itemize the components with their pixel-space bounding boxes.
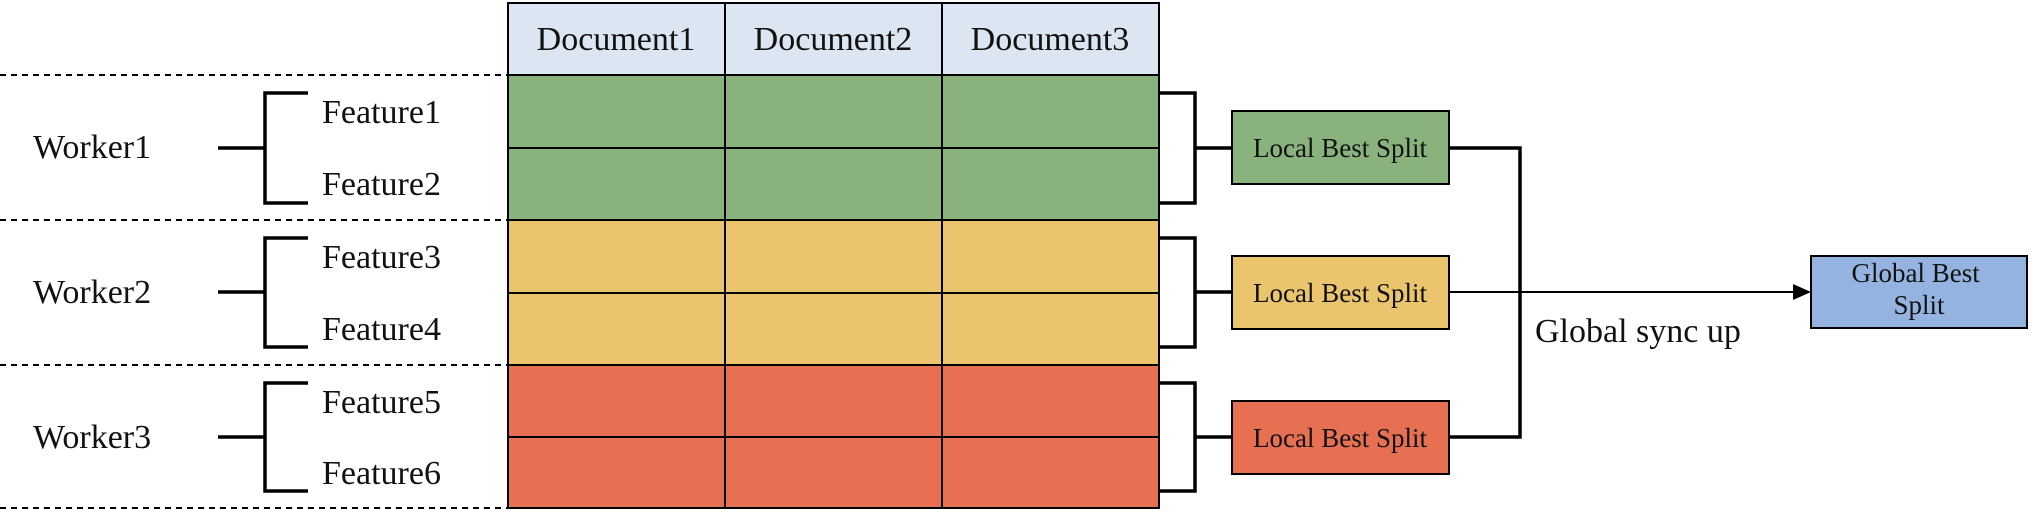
local-best-split-box <box>1231 255 1450 330</box>
feature-bracket <box>263 91 308 205</box>
feature-label: Feature6 <box>322 455 441 492</box>
sync-arrow-head <box>1793 284 1811 300</box>
global-best-split-line-1: Global Best <box>1852 258 1981 288</box>
data-cell <box>507 364 726 438</box>
data-cell <box>724 292 943 366</box>
data-cell <box>507 292 726 366</box>
document-header-row: Document1 Document2 Document3 <box>507 2 1160 76</box>
document-label: Document1 <box>537 21 696 58</box>
worker-group-1: Worker1 Feature1 Feature2 Local Best Spl… <box>33 74 1450 221</box>
data-cell <box>724 219 943 294</box>
feature-label: Feature4 <box>322 311 441 348</box>
feature-label: Feature1 <box>322 94 441 131</box>
local-best-split-label: Local Best Split <box>1253 423 1427 453</box>
data-cell <box>941 364 1160 438</box>
document-header-cell <box>507 2 726 76</box>
data-cell <box>941 74 1160 149</box>
data-cell <box>941 292 1160 366</box>
feature-bracket <box>263 381 308 493</box>
data-cell <box>941 219 1160 294</box>
worker-label: Worker2 <box>33 274 151 311</box>
feature-bracket <box>263 236 308 349</box>
global-best-split-box <box>1810 255 2028 329</box>
local-best-split-label: Local Best Split <box>1253 133 1427 163</box>
data-cell <box>724 436 943 509</box>
split-bracket <box>1160 91 1197 205</box>
document-label: Document3 <box>971 21 1130 58</box>
document-label: Document2 <box>754 21 913 58</box>
data-cell <box>507 147 726 221</box>
local-best-split-label: Local Best Split <box>1253 278 1427 308</box>
split-bracket <box>1160 236 1197 349</box>
global-best-split-label: Global Best Split <box>1852 258 1987 320</box>
feature-label: Feature2 <box>322 166 441 203</box>
data-cell <box>941 147 1160 221</box>
worker-group-3: Worker3 Feature5 Feature6 Local Best Spl… <box>33 364 1450 509</box>
data-cell <box>507 74 726 149</box>
global-sync-group: Global sync up Global Best Split <box>1449 146 2028 439</box>
local-best-split-box <box>1231 110 1450 185</box>
data-cell <box>507 219 726 294</box>
data-cell <box>724 364 943 438</box>
worker-group-2: Worker2 Feature3 Feature4 Local Best Spl… <box>33 219 1450 366</box>
data-cell <box>941 436 1160 509</box>
global-best-split-line-2: Split <box>1893 290 1945 320</box>
worker-label: Worker1 <box>33 129 151 166</box>
worker-label: Worker3 <box>33 419 151 456</box>
local-best-split-box <box>1231 400 1450 475</box>
feature-label: Feature3 <box>322 239 441 276</box>
data-cell <box>724 74 943 149</box>
global-sync-label: Global sync up <box>1535 313 1741 350</box>
feature-label: Feature5 <box>322 384 441 421</box>
data-cell <box>507 436 726 509</box>
document-header-cell <box>941 2 1160 76</box>
split-bracket <box>1160 381 1197 493</box>
data-cell <box>724 147 943 221</box>
